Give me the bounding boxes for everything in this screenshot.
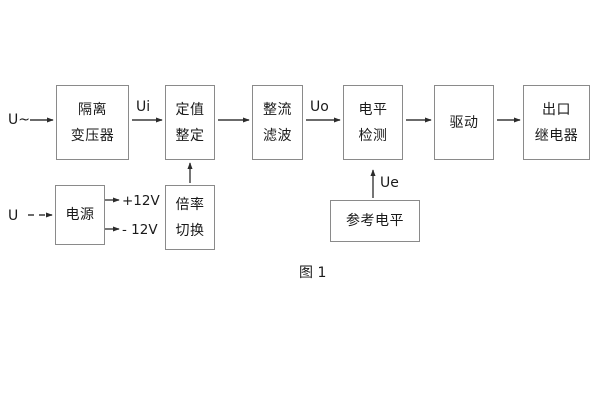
label-signal-ue: Ue <box>380 175 399 191</box>
label-input-dc: U <box>8 208 19 224</box>
block-label-line: 切换 <box>175 222 205 239</box>
block-label-line: 电源 <box>65 207 95 223</box>
block-level-detection: 电平 检测 <box>343 85 403 160</box>
label-supply-plus12: +12V <box>122 193 160 209</box>
block-label-line: 参考电平 <box>346 213 404 229</box>
block-power-supply: 电源 <box>55 185 105 245</box>
block-label-line: 继电器 <box>534 127 579 144</box>
label-input-ac: U~ <box>8 112 30 128</box>
block-label-line: 倍率 <box>175 196 205 213</box>
block-multiplier-switch: 倍率 切换 <box>165 185 215 250</box>
block-drive: 驱动 <box>434 85 494 160</box>
label-signal-uo: Uo <box>310 99 329 115</box>
block-label-line: 整定 <box>175 127 205 144</box>
block-isolation-transformer: 隔离 变压器 <box>56 85 129 160</box>
block-label-line: 定值 <box>175 101 205 118</box>
block-rectify-filter: 整流 滤波 <box>252 85 303 160</box>
label-signal-ui: Ui <box>136 99 151 115</box>
block-label-line: 电平 <box>358 101 388 118</box>
block-output-relay: 出口 继电器 <box>523 85 590 160</box>
block-label-line: 整流 <box>263 101 292 118</box>
block-label-line: 变压器 <box>70 127 115 144</box>
block-label-line: 滤波 <box>263 127 292 144</box>
label-supply-minus12: - 12V <box>122 222 158 238</box>
block-setting-value: 定值 整定 <box>165 85 215 160</box>
block-label-line: 出口 <box>542 101 571 118</box>
block-label-line: 检测 <box>358 127 388 144</box>
block-reference-level: 参考电平 <box>330 200 420 242</box>
block-label-line: 驱动 <box>449 114 479 131</box>
figure-caption: 图 1 <box>299 265 327 281</box>
block-label-line: 隔离 <box>78 101 107 118</box>
